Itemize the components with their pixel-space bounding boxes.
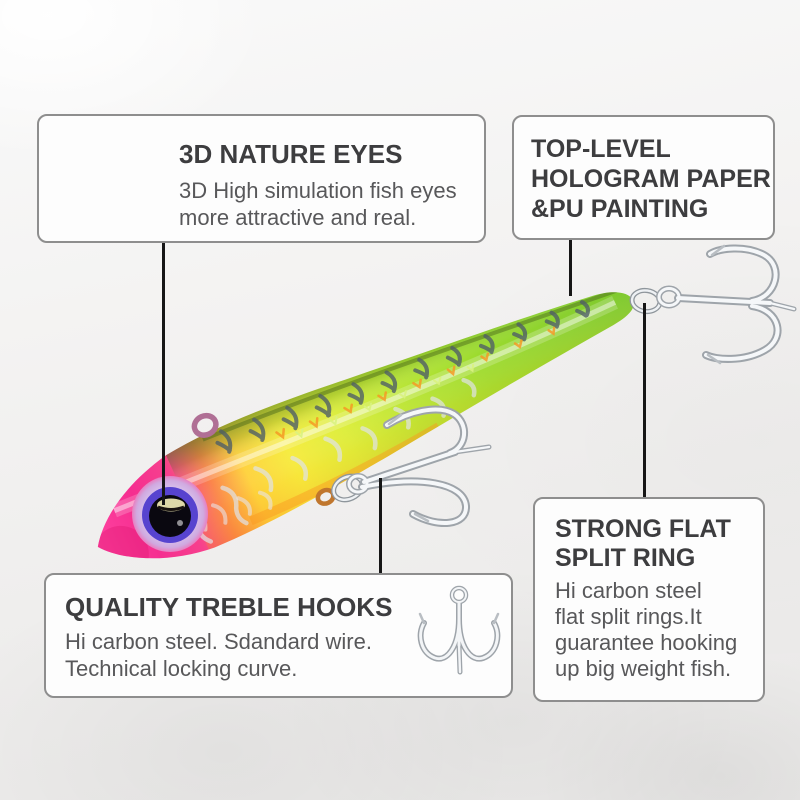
lure-body (92, 249, 655, 582)
treble-hook-icon (407, 579, 507, 695)
callout-title-line: TOP-LEVEL (531, 135, 671, 163)
callout-body-line: Hi carbon steel (555, 578, 702, 603)
callout-body-line: flat split rings.It (555, 604, 702, 629)
leader-line-ring (643, 303, 646, 498)
callout-3d-nature-eyes: 3D NATURE EYES 3D High simulation fish e… (37, 114, 486, 243)
rear-treble-hook (656, 244, 797, 365)
callout-body-line: Technical locking curve. (65, 656, 298, 681)
callout-strong-flat-split-ring: STRONG FLAT SPLIT RING Hi carbon steel f… (533, 497, 765, 702)
callout-hologram-paint: TOP-LEVEL HOLOGRAM PAPER &PU PAINTING (512, 115, 775, 240)
callout-title-line: HOLOGRAM PAPER (531, 165, 771, 193)
callout-title: 3D NATURE EYES (179, 139, 403, 169)
callout-body-line: guarantee hooking (555, 630, 738, 655)
line-tie-eyelet (191, 412, 219, 438)
callout-body-line: more attractive and real. (179, 205, 417, 230)
belly-treble-hook (346, 405, 492, 528)
callout-title-line: STRONG FLAT (555, 515, 731, 543)
leader-line-eyes (162, 243, 165, 505)
callout-title-line: SPLIT RING (555, 544, 696, 572)
callout-body-line: Hi carbon steel. Sdandard wire. (65, 629, 372, 654)
callout-body-line: up big weight fish. (555, 656, 732, 681)
callout-quality-treble-hooks: QUALITY TREBLE HOOKS Hi carbon steel. Sd… (44, 573, 513, 698)
callout-title: QUALITY TREBLE HOOKS (65, 592, 393, 622)
tail-split-ring (629, 287, 663, 315)
callout-body-line: 3D High simulation fish eyes (179, 178, 457, 203)
leader-line-hooks (379, 478, 382, 574)
lure-3d-eye (132, 476, 208, 552)
leader-line-paint (569, 239, 572, 296)
tiger-stripe-marks (215, 300, 590, 454)
callout-title-line: &PU PAINTING (531, 195, 709, 223)
